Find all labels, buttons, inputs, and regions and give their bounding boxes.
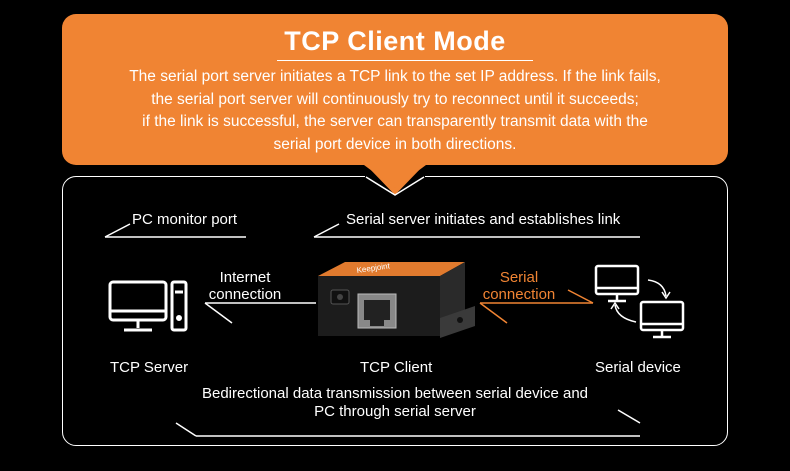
internet-arrow xyxy=(204,302,316,324)
bidirectional-arrow xyxy=(175,422,640,437)
serial-device-icon xyxy=(594,264,685,339)
link-arrow xyxy=(313,223,640,238)
serial-arrow xyxy=(479,289,594,324)
description-line: if the link is successful, the server ca… xyxy=(142,113,648,130)
internet-label-line: connection xyxy=(208,286,282,303)
serial-label-line: connection xyxy=(482,286,556,303)
bidirectional-label-line: PC through serial server xyxy=(314,403,476,420)
tcp-server-icon xyxy=(108,280,188,332)
serial-server-link-label: Serial server initiates and establishes … xyxy=(346,211,621,228)
mode-description: The serial port server initiates a TCP l… xyxy=(72,66,718,156)
serial-connection-label: Serial connection xyxy=(478,269,560,303)
callout-pointer xyxy=(364,165,426,188)
description-line: The serial port server initiates a TCP l… xyxy=(129,68,661,85)
serial-device-label: Serial device xyxy=(595,359,681,376)
bidirectional-label: Bedirectional data transmission between … xyxy=(150,385,640,421)
tcp-client-label: TCP Client xyxy=(360,359,433,376)
tcp-server-label: TCP Server xyxy=(110,359,189,376)
pc-monitor-port-label: PC monitor port xyxy=(132,211,238,228)
title-underline xyxy=(277,60,533,61)
serial-server-device: Keepjoint xyxy=(318,261,475,338)
pointer-outline xyxy=(365,176,425,196)
mode-description-callout: TCP Client Mode The serial port server i… xyxy=(62,14,728,165)
bidirectional-arrow-right xyxy=(617,409,641,424)
bidirectional-label-line: Bedirectional data transmission between … xyxy=(201,385,589,402)
mode-title: TCP Client Mode xyxy=(284,26,506,56)
serial-label-line: Serial xyxy=(499,269,539,286)
description-line: serial port device in both directions. xyxy=(273,135,517,153)
internet-connection-label: Internet connection xyxy=(204,269,286,303)
description-line: the serial port server will continuously… xyxy=(151,90,639,108)
internet-label-line: Internet xyxy=(219,269,271,286)
pc-monitor-arrow xyxy=(104,223,246,238)
